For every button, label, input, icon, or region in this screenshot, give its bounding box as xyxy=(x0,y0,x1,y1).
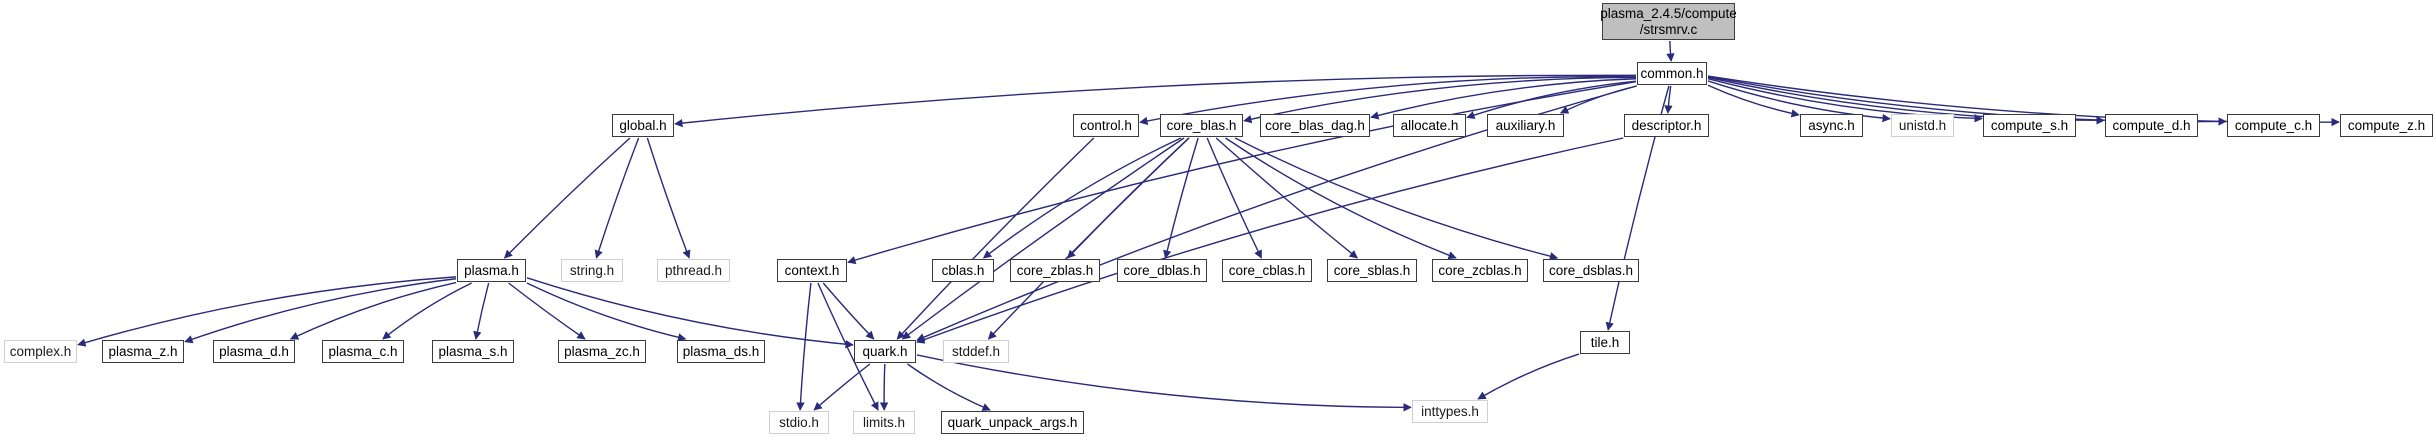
graph-edge-common-to-compute-s xyxy=(1707,78,1983,123)
graph-edge-global-to-plasma xyxy=(503,137,631,259)
graph-edge-core-blas-to-core-zblas xyxy=(1067,137,1190,259)
graph-node-cblas[interactable]: cblas.h xyxy=(932,259,994,282)
graph-node-inttypes[interactable]: inttypes.h xyxy=(1412,400,1488,423)
graph-node-root[interactable]: plasma_2.4.5/compute /strsmrv.c xyxy=(1600,3,1737,40)
graph-node-async[interactable]: async.h xyxy=(1800,114,1863,137)
graph-edge-core-blas-to-core-zcblas xyxy=(1225,137,1457,260)
graph-edge-plasma-to-quark xyxy=(526,277,854,349)
graph-edge-global-to-string xyxy=(594,137,640,259)
graph-node-complex[interactable]: complex.h xyxy=(4,340,77,363)
graph-edge-quark-to-stdio xyxy=(813,363,871,411)
graph-edge-context-to-stdio xyxy=(796,282,812,411)
graph-edge-quark-to-quark-unpack xyxy=(907,363,991,411)
graph-edge-core-blas-to-stddef xyxy=(987,137,1190,340)
graph-edge-context-to-quark xyxy=(822,282,875,340)
graph-node-core-sblas[interactable]: core_sblas.h xyxy=(1327,259,1417,282)
graph-edge-core-blas-to-core-sblas xyxy=(1215,137,1358,259)
graph-node-compute-c[interactable]: compute_c.h xyxy=(2227,114,2320,137)
graph-edge-control-to-quark xyxy=(896,137,1095,340)
graph-node-plasma-c[interactable]: plasma_c.h xyxy=(322,340,404,363)
graph-node-plasma-s[interactable]: plasma_s.h xyxy=(432,340,514,363)
graph-edge-common-to-descriptor xyxy=(1664,85,1673,114)
graph-node-tile[interactable]: tile.h xyxy=(1580,331,1630,354)
graph-node-core-blas-dag[interactable]: core_blas_dag.h xyxy=(1260,114,1370,137)
graph-node-limits[interactable]: limits.h xyxy=(853,411,915,434)
graph-edge-core-blas-to-cblas xyxy=(982,137,1182,259)
graph-edge-plasma-to-plasma-s xyxy=(473,282,490,340)
graph-node-allocate[interactable]: allocate.h xyxy=(1393,114,1466,137)
graph-edge-plasma-to-plasma-d xyxy=(289,281,457,340)
graph-edge-core-blas-to-core-cblas xyxy=(1206,137,1262,259)
graph-edge-common-to-context xyxy=(847,81,1637,265)
graph-node-compute-z[interactable]: compute_z.h xyxy=(2340,114,2433,137)
graph-edge-global-to-pthread xyxy=(646,137,691,259)
graph-edge-descriptor-to-quark xyxy=(916,137,1624,344)
graph-node-quark[interactable]: quark.h xyxy=(854,340,916,363)
graph-edge-core-blas-to-core-dsblas xyxy=(1234,137,1559,261)
graph-node-plasma-z[interactable]: plasma_z.h xyxy=(102,340,184,363)
graph-node-plasma-d[interactable]: plasma_d.h xyxy=(213,340,295,363)
graph-node-pthread[interactable]: pthread.h xyxy=(657,259,730,282)
graph-node-core-cblas[interactable]: core_cblas.h xyxy=(1222,259,1312,282)
graph-node-plasma[interactable]: plasma.h xyxy=(457,259,526,282)
graph-node-compute-s[interactable]: compute_s.h xyxy=(1983,114,2076,137)
graph-edge-common-to-core-blas-dag xyxy=(1370,78,1637,120)
graph-edge-common-to-auxiliary xyxy=(1559,85,1637,114)
graph-node-common[interactable]: common.h xyxy=(1637,62,1707,85)
graph-edge-tile-to-inttypes xyxy=(1477,353,1580,400)
graph-edge-plasma-to-plasma-ds xyxy=(526,282,687,342)
graph-node-compute-d[interactable]: compute_d.h xyxy=(2105,114,2198,137)
graph-node-plasma-ds[interactable]: plasma_ds.h xyxy=(677,340,765,363)
graph-edge-plasma-to-complex xyxy=(77,276,457,347)
graph-edge-root-to-common xyxy=(1666,40,1675,62)
graph-node-core-dblas[interactable]: core_dblas.h xyxy=(1117,259,1207,282)
graph-node-string[interactable]: string.h xyxy=(561,259,623,282)
graph-node-context[interactable]: context.h xyxy=(777,259,847,282)
graph-node-global[interactable]: global.h xyxy=(612,114,674,137)
graph-edge-common-to-async xyxy=(1707,84,1800,118)
graph-edge-core-blas-to-core-dblas xyxy=(1163,137,1199,259)
graph-node-stdio[interactable]: stdio.h xyxy=(769,411,829,434)
graph-node-unistd[interactable]: unistd.h xyxy=(1891,114,1954,137)
graph-edge-plasma-to-plasma-zc xyxy=(508,282,586,340)
graph-edge-plasma-to-plasma-z xyxy=(184,278,457,344)
graph-node-stddef[interactable]: stddef.h xyxy=(943,340,1009,363)
graph-node-plasma-zc[interactable]: plasma_zc.h xyxy=(558,340,646,363)
graph-node-auxiliary[interactable]: auxiliary.h xyxy=(1487,114,1564,137)
graph-node-core-blas[interactable]: core_blas.h xyxy=(1160,114,1243,137)
graph-edge-common-to-allocate xyxy=(1466,80,1637,120)
graph-edge-quark-to-limits xyxy=(879,363,889,411)
graph-node-core-zcblas[interactable]: core_zcblas.h xyxy=(1432,259,1528,282)
graph-node-core-zblas[interactable]: core_zblas.h xyxy=(1010,259,1100,282)
graph-edge-plasma-to-plasma-c xyxy=(382,282,472,340)
graph-node-descriptor[interactable]: descriptor.h xyxy=(1624,114,1709,137)
graph-node-control[interactable]: control.h xyxy=(1073,114,1139,137)
graph-node-core-dsblas[interactable]: core_dsblas.h xyxy=(1543,259,1639,282)
graph-node-quark-unpack[interactable]: quark_unpack_args.h xyxy=(941,411,1084,434)
graph-edge-core-blas-to-quark xyxy=(901,137,1185,340)
